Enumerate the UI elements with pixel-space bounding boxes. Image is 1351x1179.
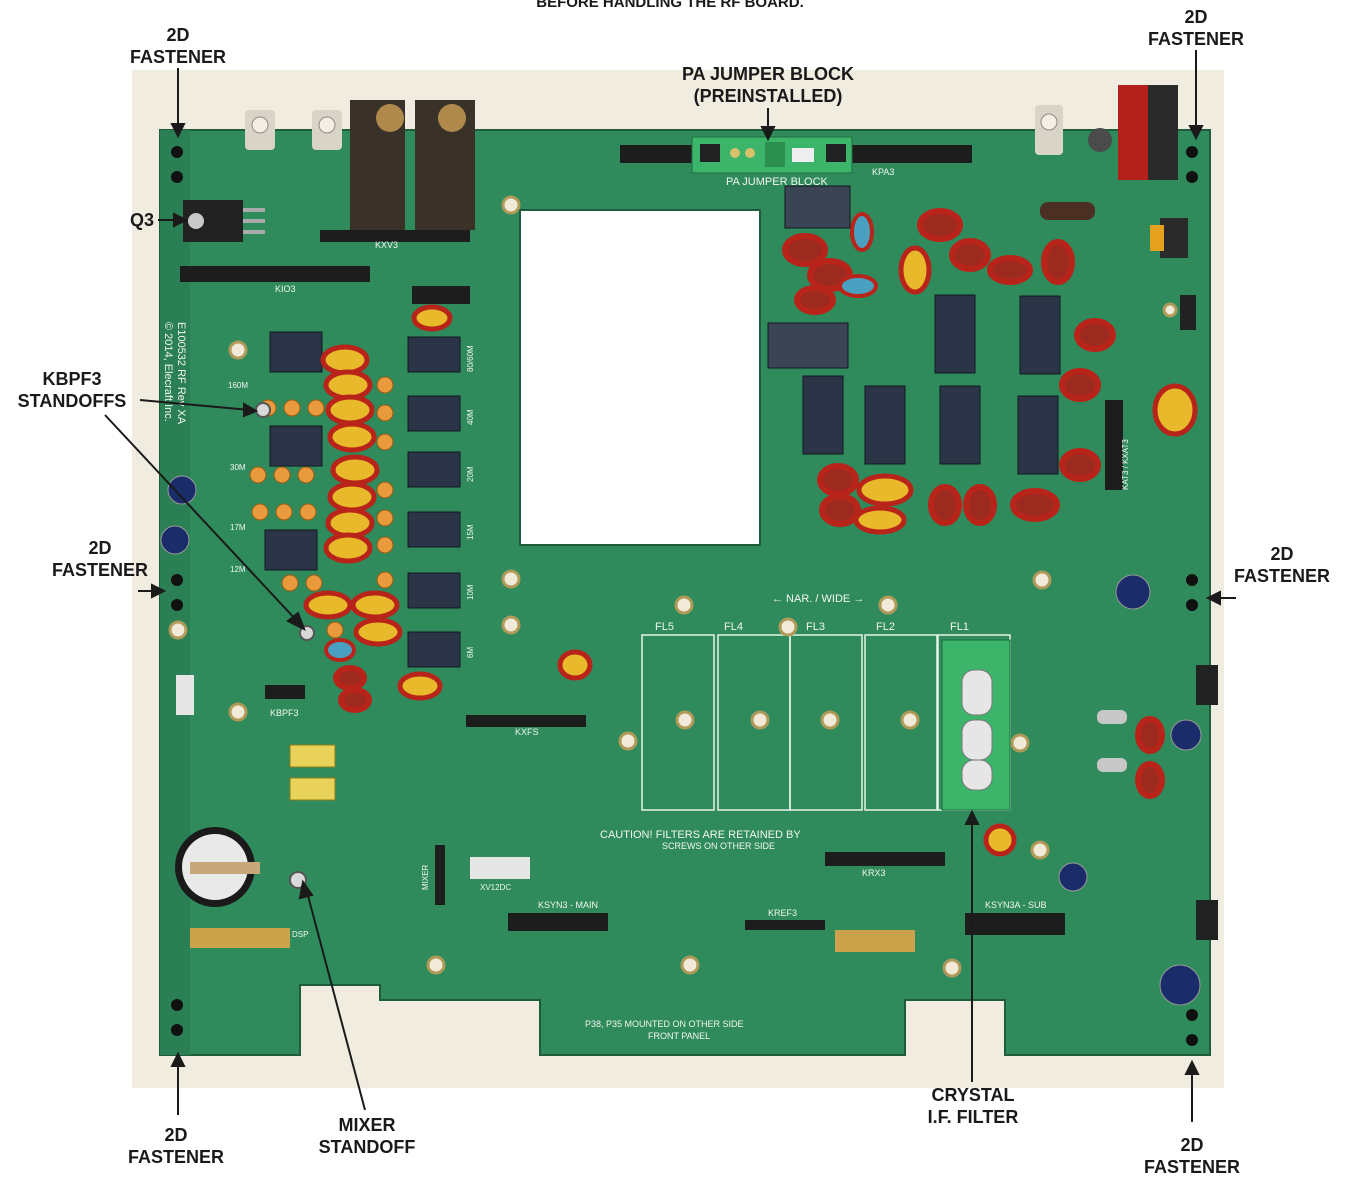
silk-fl4: FL4: [724, 621, 743, 633]
callout-line-2: FASTENER: [1233, 566, 1330, 586]
callout-line-1: 2D: [1180, 1135, 1204, 1155]
silk-p38-note: P38, P35 MOUNTED ON OTHER SIDE: [585, 1019, 744, 1029]
callout-arrows: [104, 50, 1236, 1122]
yellow-caps: [289, 744, 336, 801]
callout-fastener-bottom-left: 2D FASTENER: [116, 1124, 236, 1168]
callout-fastener-right-mid: 2D FASTENER: [1222, 543, 1342, 587]
callout-line-2: FASTENER: [127, 1147, 224, 1167]
callout-line-1: KBPF3: [42, 369, 102, 389]
mounting-holes: [168, 195, 1178, 978]
top-connectors: [245, 85, 1178, 230]
silk-band-80: 80/60M: [466, 345, 475, 372]
bpf-toroids: [303, 304, 453, 701]
center-cutout: [519, 209, 761, 546]
electrolytic-caps: [160, 475, 1202, 1006]
silk-caution: CAUTION! FILTERS ARE RETAINED BY: [600, 829, 801, 841]
silk-band-17: 17M: [230, 523, 246, 532]
silk-nar-wide: ← NAR. / WIDE →: [772, 593, 864, 605]
callout-line-2: I.F. FILTER: [927, 1107, 1019, 1127]
standoffs: [255, 402, 315, 889]
header-note: BEFORE HANDLING THE RF BOARD.: [536, 0, 804, 11]
silk-caution-2: SCREWS ON OTHER SIDE: [662, 841, 775, 851]
callout-line-1: MIXER: [338, 1115, 396, 1135]
silk-band-20: 20M: [466, 466, 475, 482]
callout-line-2: FASTENER: [1143, 1157, 1240, 1177]
relays: [264, 185, 1061, 668]
silk-band-40: 40M: [466, 409, 475, 425]
crystal-filter-module: [941, 639, 1011, 811]
silk-kbpf3: KBPF3: [270, 708, 299, 718]
pcb-edge-strip: [160, 130, 190, 1055]
callout-q3: Q3: [129, 210, 154, 230]
silk-krx3: KRX3: [862, 868, 886, 878]
callout-line-2: STANDOFFS: [17, 391, 127, 411]
callout-line-1: 2D: [1270, 544, 1294, 564]
q3-transistor: [183, 200, 265, 242]
silk-ksyn3a-sub: KSYN3A - SUB: [985, 900, 1047, 910]
silk-kref3: KREF3: [768, 908, 797, 918]
callout-fastener-left-mid: 2D FASTENER: [40, 537, 160, 581]
right-misc-parts: [176, 202, 1218, 940]
silk-xv12dc: XV12DC: [480, 883, 511, 892]
callout-mixer-standoff: MIXER STANDOFF: [300, 1114, 434, 1158]
silk-board-id: E100532 RF Rev XA: [175, 322, 187, 425]
ceramic-capacitors: [249, 376, 394, 639]
callout-line-2: FASTENER: [129, 47, 226, 67]
silk-band-30: 30M: [230, 463, 246, 472]
battery-holder: [175, 827, 260, 907]
silk-fl1: FL1: [950, 621, 969, 633]
silk-kxfs: KXFS: [515, 727, 539, 737]
callout-line-1: PA JUMPER BLOCK: [681, 64, 854, 84]
fastener-screws: [171, 146, 1198, 1046]
pa-jumper-block: PA JUMPER BLOCK: [691, 136, 853, 188]
callout-line-1: 2D: [164, 1125, 188, 1145]
callout-crystal-if-filter: CRYSTAL I.F. FILTER: [906, 1084, 1040, 1128]
silk-band-15: 15M: [466, 524, 475, 540]
silk-front-panel: FRONT PANEL: [648, 1031, 710, 1041]
callout-fastener-top-right: 2D FASTENER: [1136, 6, 1256, 50]
silk-fl3: FL3: [806, 621, 825, 633]
silk-band-160: 160M: [228, 381, 248, 390]
silk-fl2: FL2: [876, 621, 895, 633]
callout-kbpf3-standoffs: KBPF3 STANDOFFS: [4, 368, 140, 412]
silk-kxv3: KXV3: [375, 240, 398, 250]
headers: [180, 145, 1123, 935]
bottom-pin-headers: [190, 928, 915, 952]
pa-jumper-silk: PA JUMPER BLOCK: [726, 176, 829, 188]
callout-line-1: CRYSTAL: [931, 1085, 1015, 1105]
silkscreen-text: E100532 RF Rev XA © 2014, Elecraft Inc. …: [162, 167, 1130, 1041]
callout-line-2: FASTENER: [1147, 29, 1244, 49]
callout-line-2: (PREINSTALLED): [693, 86, 843, 106]
silk-ksyn3-main: KSYN3 - MAIN: [538, 900, 598, 910]
silk-band-12: 12M: [230, 565, 246, 574]
blue-toroids: [324, 212, 878, 662]
silk-kio3: KIO3: [275, 284, 296, 294]
silk-band-6: 6M: [466, 647, 475, 658]
callout-pa-jumper-block: PA JUMPER BLOCK (PREINSTALLED): [628, 63, 908, 107]
silk-kpa3: KPA3: [872, 167, 894, 177]
callout-fastener-top-left: 2D FASTENER: [118, 24, 238, 68]
callout-line-2: STANDOFF: [318, 1137, 416, 1157]
silk-band-10: 10M: [466, 584, 475, 600]
silk-fl5: FL5: [655, 621, 674, 633]
callout-fastener-bottom-right: 2D FASTENER: [1132, 1134, 1252, 1178]
silk-dsp: DSP: [292, 930, 308, 939]
callout-line-1: 2D: [88, 538, 112, 558]
lpf-toroids: [333, 208, 1165, 799]
silk-copyright: © 2014, Elecraft Inc.: [162, 322, 174, 422]
callout-line-1: 2D: [1184, 7, 1208, 27]
silk-mixer: MIXER: [421, 864, 430, 890]
silk-kat3: KAT3 / KXAT3: [1121, 439, 1130, 490]
callout-line-2: FASTENER: [51, 560, 148, 580]
yellow-toroids: [557, 245, 1198, 857]
callout-line-1: 2D: [166, 25, 190, 45]
